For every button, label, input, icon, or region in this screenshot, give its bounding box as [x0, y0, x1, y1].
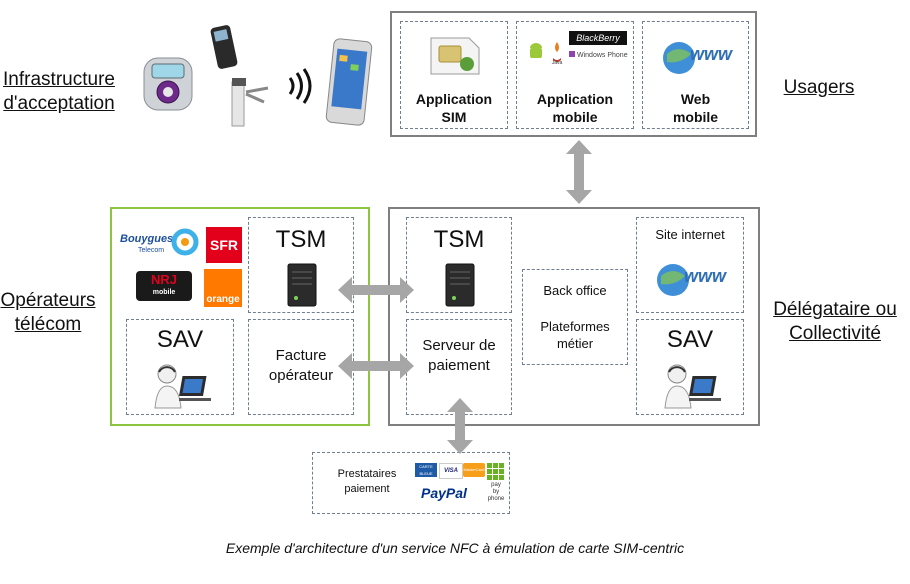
globe-www-icon: www [657, 264, 727, 296]
prestataires-paiement-box: Prestataires paiement CARTE BLEUE VISA M… [312, 452, 510, 514]
orange-logo: orange [204, 269, 242, 307]
arrow-tsm-tsm [338, 277, 414, 303]
label-usagers-text: Usagers [783, 77, 855, 98]
blackberry-logo: BlackBerry [569, 31, 627, 45]
delegataire-tsm-cell: TSM [406, 217, 512, 313]
bouygues-logo: Bouygues Telecom [120, 227, 199, 261]
application-mobile-cell: Java BlackBerry Windows Phone Applicatio… [516, 21, 634, 129]
visa-label: VISA [443, 468, 458, 474]
application-sim-line2: SIM [441, 109, 467, 125]
delegataire-sav-cell: SAV [636, 319, 744, 415]
bouygues-sub-label: Telecom [138, 247, 165, 254]
application-sim-line1: Application [415, 91, 493, 107]
label-infrastructure-line1: Infrastructure [3, 69, 115, 90]
arrow-serveur-prestataires [447, 398, 473, 454]
handheld-terminal-icon [210, 25, 238, 69]
blackberry-label: BlackBerry [576, 33, 620, 43]
www-label: www [690, 44, 733, 64]
serveur-line2: paiement [428, 357, 490, 374]
java-icon: Java [552, 42, 563, 66]
smart-meter-icon [143, 57, 193, 111]
server-icon [445, 263, 475, 307]
paybyphone-line1: pay [491, 482, 501, 488]
label-delegataire-line2: Collectivité [789, 323, 881, 344]
label-operateurs-line1: Opérateurs [0, 290, 96, 311]
server-icon [287, 263, 317, 307]
nrj-mobile-logo: NRJ mobile [136, 271, 192, 301]
delegataire-box: TSM Serveur de paiement Back office Plat… [388, 207, 760, 426]
facture-line2: opérateur [268, 367, 334, 384]
label-operateurs: Opérateurs télécom [0, 289, 96, 337]
sfr-logo: SFR [206, 227, 242, 263]
paypal-label: PayPal [421, 485, 467, 501]
android-icon [530, 43, 542, 58]
backoffice-label: Back office [543, 283, 607, 298]
turnstile-icon [231, 78, 269, 127]
facture-line1: Facture [275, 347, 327, 364]
backoffice-cell: Back office Plateformes métier [522, 269, 628, 365]
bouygues-label: Bouygues [120, 233, 174, 245]
label-operateurs-line2: télécom [14, 314, 82, 335]
delegataire-tsm-label: TSM [433, 226, 485, 253]
operateur-tsm-cell: TSM [248, 217, 354, 313]
mastercard-label: MasterCard [463, 467, 485, 472]
nfc-waves-icon [288, 68, 312, 104]
label-delegataire-line1: Délégataire ou [773, 299, 897, 320]
bouygues-swirl-icon [171, 228, 199, 256]
operateur-tsm-label: TSM [275, 226, 327, 253]
windows-phone-logo: Windows Phone [569, 50, 631, 62]
windows-phone-label: Windows Phone [577, 52, 628, 59]
carte-bleue-label: CARTE BLEUE [419, 464, 433, 476]
plateformes-line2: métier [556, 336, 594, 351]
site-internet-label: Site internet [655, 227, 725, 242]
paybyphone-logo: pay by phone [485, 463, 507, 507]
operateur-sav-label: SAV [156, 326, 204, 353]
application-mobile-line1: Application [536, 91, 614, 107]
sim-card-icon [430, 37, 480, 75]
carte-bleue-logo: CARTE BLEUE [415, 463, 437, 477]
prestataires-line2: paiement [344, 483, 390, 495]
label-delegataire: Délégataire ou Collectivité [770, 298, 900, 346]
smartphone-icon [325, 38, 373, 126]
web-mobile-line2: mobile [672, 109, 719, 125]
mastercard-logo: MasterCard [463, 463, 485, 477]
application-mobile-line2: mobile [552, 109, 598, 125]
application-sim-cell: Application SIM [400, 21, 508, 129]
paypal-logo: PayPal [421, 485, 485, 501]
prestataires-line1: Prestataires [337, 468, 397, 480]
usagers-box: Application SIM Java BlackBerry Windows … [390, 11, 757, 137]
site-internet-cell: Site internet www [636, 217, 744, 313]
sfr-label: SFR [210, 237, 238, 253]
paybyphone-grid-icon [487, 463, 504, 480]
support-agent-icon [664, 364, 721, 409]
www-label: www [684, 266, 727, 286]
globe-www-icon: www [663, 42, 733, 74]
web-mobile-line1: Web [680, 91, 711, 107]
nrj-label: NRJ [150, 272, 177, 287]
label-infrastructure-line2: d'acceptation [3, 93, 115, 114]
label-usagers: Usagers [778, 76, 860, 100]
figure-caption: Exemple d'architecture d'un service NFC … [225, 540, 685, 556]
visa-logo: VISA [439, 463, 463, 479]
java-label: Java [552, 60, 563, 66]
operateurs-box: Bouygues Telecom SFR NRJ mobile orange T… [110, 207, 370, 426]
label-infrastructure: Infrastructure d'acceptation [0, 68, 118, 116]
plateformes-line1: Plateformes [540, 319, 610, 334]
web-mobile-cell: www Web mobile [642, 21, 749, 129]
paybyphone-line2: by [492, 489, 500, 495]
arrow-usagers-delegataire [566, 140, 592, 204]
orange-label: orange [206, 294, 240, 305]
support-agent-icon [154, 364, 211, 409]
paybyphone-line3: phone [487, 496, 505, 502]
serveur-line1: Serveur de [422, 337, 496, 354]
arrow-facture-serveur [338, 353, 414, 379]
operateur-sav-cell: SAV [126, 319, 234, 415]
nrj-sub-label: mobile [152, 289, 176, 296]
delegataire-sav-label: SAV [666, 326, 714, 353]
